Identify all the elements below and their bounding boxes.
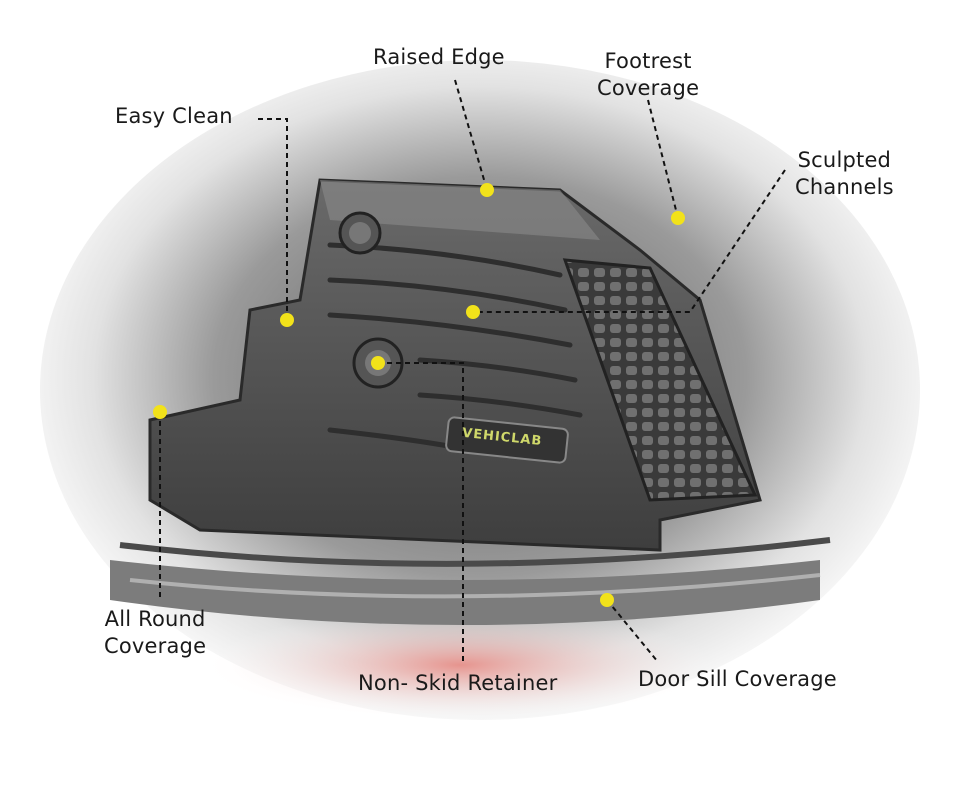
callout-raised-edge: Raised Edge	[373, 44, 505, 71]
callout-line: All Round	[104, 607, 206, 631]
callout-sculpted-channels: Sculpted Channels	[795, 147, 894, 201]
callout-line: Coverage	[104, 634, 207, 658]
callout-line: Door Sill Coverage	[638, 667, 837, 691]
callout-line: Footrest	[604, 49, 692, 73]
callout-line: Non- Skid Retainer	[358, 671, 558, 695]
callout-line: Sculpted	[797, 148, 892, 172]
callout-door-sill-coverage: Door Sill Coverage	[638, 666, 837, 693]
callout-footrest-coverage: Footrest Coverage	[597, 48, 699, 102]
callout-line: Channels	[795, 175, 894, 199]
callout-line: Raised Edge	[373, 45, 505, 69]
callout-line: Easy Clean	[115, 104, 233, 128]
callout-all-round-coverage: All Round Coverage	[104, 606, 206, 660]
callout-non-skid-retainer: Non- Skid Retainer	[358, 670, 557, 697]
callout-easy-clean: Easy Clean	[115, 103, 233, 130]
callout-line: Coverage	[597, 76, 700, 100]
